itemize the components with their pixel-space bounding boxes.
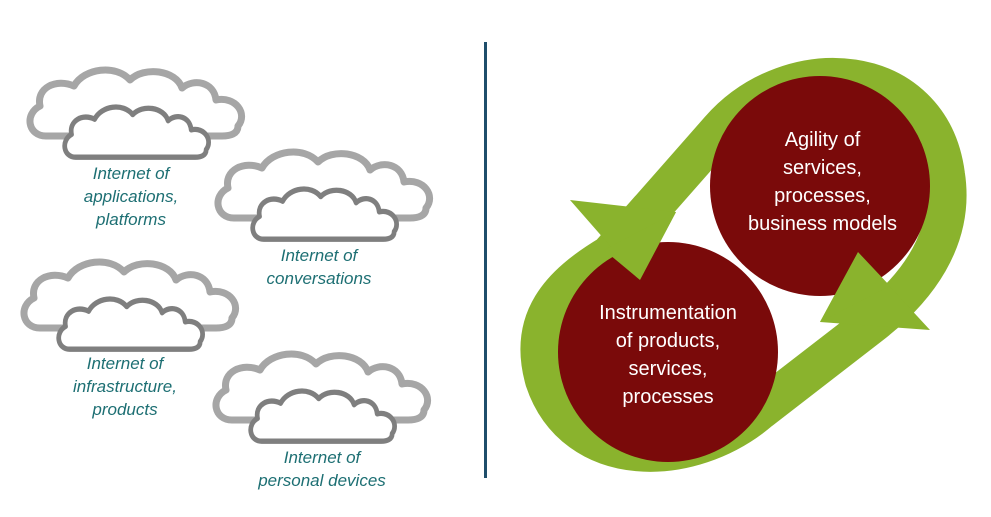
circle-text-line: processes [622, 386, 714, 408]
circle-text-line: business models [748, 213, 897, 235]
cloud-label-line: conversations [266, 269, 372, 288]
circle-text-line: Agility of [784, 129, 861, 151]
cloud-infrastructure [24, 262, 236, 349]
cloud-label-line: infrastructure, [73, 377, 177, 396]
cloud-label-conversations: Internet of conversations [224, 244, 414, 290]
circle-text-line: of products, [615, 330, 721, 352]
cloud-personal-devices [216, 354, 428, 441]
cloud-label-line: products [92, 400, 158, 419]
cloud-label-line: applications, [83, 187, 179, 206]
circle-agility [710, 76, 930, 296]
cloud-label-line: Internet of [283, 448, 361, 467]
circle-agility-text: Agility of services, processes, business… [725, 126, 920, 238]
cloud-label-line: Internet of [86, 354, 164, 373]
cloud-label-infrastructure: Internet of infrastructure, products [40, 352, 210, 421]
cloud-conversations [218, 152, 430, 239]
circle-text-line: services, [783, 157, 862, 179]
circle-instrumentation [558, 242, 778, 462]
vertical-divider [484, 42, 487, 478]
cloud-label-line: platforms [96, 210, 166, 229]
circle-text-line: processes, [774, 185, 871, 207]
cloud-label-line: Internet of [280, 246, 358, 265]
cloud-label-line: personal devices [258, 471, 386, 490]
cloud-applications [30, 70, 242, 157]
cloud-label-personal-devices: Internet of personal devices [222, 446, 422, 492]
cloud-label-applications: Internet of applications, platforms [46, 162, 216, 231]
circle-instrumentation-text: Instrumentation of products, services, p… [570, 299, 766, 411]
cycle-arrowhead-right-tip-icon [820, 252, 890, 322]
circle-text-line: Instrumentation [599, 302, 737, 324]
circle-text-line: services, [628, 358, 708, 380]
cycle-arrowhead-left-tip-icon [604, 212, 676, 280]
cloud-label-line: Internet of [92, 164, 170, 183]
